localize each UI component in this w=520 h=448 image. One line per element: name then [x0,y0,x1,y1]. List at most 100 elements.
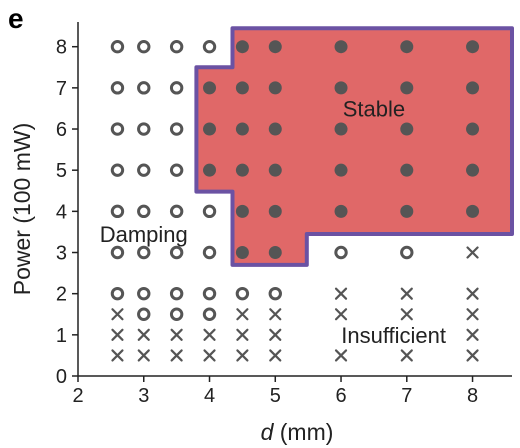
cross-point [466,308,479,321]
filled-circle-point [235,204,249,218]
x-tick-label: 4 [204,385,215,407]
cross-point [334,349,348,362]
open-circle-point [334,245,348,260]
panel-letter: e [8,3,24,34]
stable-region-group [194,26,514,267]
open-circle-point [137,39,151,54]
open-circle-point [202,39,217,54]
open-circle-point [235,286,250,301]
open-circle-point [110,39,125,54]
filled-circle-point [235,81,249,95]
filled-circle-point [268,122,282,136]
cross-point [466,328,479,341]
filled-circle-point [334,122,348,136]
open-circle-point [202,307,217,321]
cross-point [111,349,124,362]
open-circle-point [137,286,151,301]
x-tick-label: 7 [401,385,412,407]
open-circle-point [110,245,125,260]
open-circle-point [137,307,151,321]
y-tick-label: 0 [56,366,67,388]
open-circle-point [169,163,184,177]
y-tick-label: 2 [56,284,67,306]
filled-circle-point [466,204,480,218]
open-circle-point [110,81,125,95]
cross-point [236,349,249,362]
open-circle-point [137,204,151,219]
cross-point [111,308,124,321]
cross-point [466,246,479,259]
filled-circle-point [268,246,282,260]
cross-point [236,328,249,341]
cross-point [137,328,150,341]
cross-point [111,328,124,341]
filled-circle-point [334,40,348,54]
filled-circle-point [400,81,414,95]
filled-circle-point [466,81,480,95]
open-circle-point [169,122,184,136]
cross-point [269,308,282,321]
filled-circle-point [334,204,348,218]
filled-circle-point [466,122,480,136]
cross-point [400,349,413,362]
filled-circle-point [400,163,414,177]
x-axis-variable: d [261,419,275,445]
y-tick-label: 6 [56,119,67,141]
open-circle-point [110,286,125,301]
y-tick-label: 4 [56,201,67,223]
open-circle-point [169,81,184,95]
open-circle-point [137,81,151,95]
cross-point [170,328,183,341]
x-tick-label: 6 [335,385,346,407]
filled-circle-point [203,81,217,95]
y-tick-label: 3 [56,243,67,265]
cross-point [269,349,282,362]
x-axis-unit: (mm) [273,419,333,445]
cross-point [170,349,183,362]
filled-circle-point [235,122,249,136]
region-label-damping: Damping [100,222,188,247]
open-circle-point [202,286,217,301]
x-tick-label: 3 [138,385,149,407]
filled-circle-point [466,163,480,177]
y-tick-label: 7 [56,78,67,100]
filled-circle-point [268,204,282,218]
open-circle-point [169,39,184,54]
filled-circle-point [268,163,282,177]
cross-point [466,287,479,300]
x-axis-label: d (mm) [261,419,334,445]
open-circle-point [110,204,125,219]
filled-circle-point [334,163,348,177]
cross-point [203,328,216,341]
filled-circle-point [203,163,217,177]
stable-region [194,26,514,267]
filled-circle-point [268,81,282,95]
cross-point [269,328,282,341]
cross-point [334,287,348,300]
filled-circle-point [334,81,348,95]
open-circle-point [110,122,125,136]
y-axis-label: Power (100 mW) [9,123,35,296]
region-label-stable: Stable [343,96,405,121]
filled-circle-point [400,122,414,136]
region-label-insufficient: Insufficient [341,323,446,348]
y-tick-label: 1 [56,325,67,347]
open-circle-point [137,122,151,136]
cross-point [203,349,216,362]
x-tick-label: 8 [467,385,478,407]
open-circle-point [268,286,282,301]
cross-point [466,349,479,362]
open-circle-point [169,307,184,321]
open-circle-point [400,245,414,260]
open-circle-point [137,163,151,177]
open-circle-point [202,245,217,260]
open-circle-point [169,286,184,301]
cross-point [400,308,413,321]
y-tick-label: 8 [56,37,67,59]
cross-point [400,287,413,300]
open-circle-point [110,163,125,177]
filled-circle-point [235,40,249,54]
